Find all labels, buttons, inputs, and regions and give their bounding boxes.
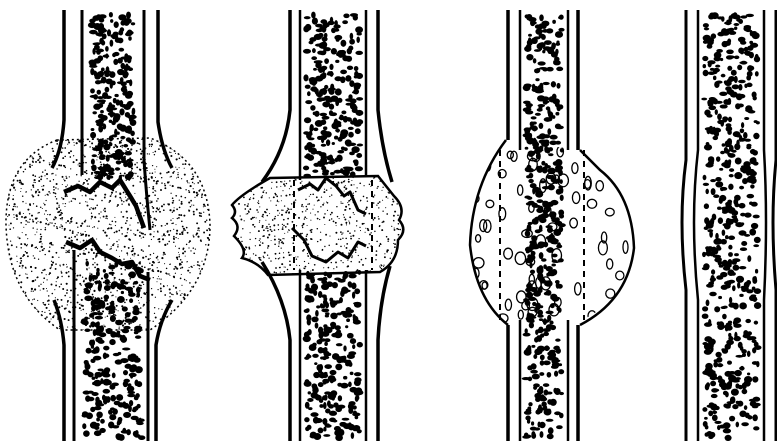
marrow-stipple [522,14,566,439]
panel-3-hard-callus [469,10,636,441]
fracture-margin-upper [298,178,366,214]
outer-right [773,10,776,441]
outer-left [682,10,686,441]
panel-2-soft-callus [230,10,409,441]
periosteum-left-upper [52,10,64,168]
periosteum-left [262,10,290,441]
cortex-left [694,10,698,441]
periosteum-left-lower [54,300,64,441]
panel-1-fracture-hematoma [5,10,210,441]
periosteum-right-lower [156,300,172,441]
marrow-stipple [81,12,146,441]
cortex-right-upper [144,10,150,230]
panel-4-remodeled [682,10,776,441]
fracture-edge-lower [66,240,150,280]
cortex-right [764,10,766,441]
periosteum-right-upper [158,10,172,168]
marrow-stipple [701,12,761,441]
marrow-stipple [303,12,364,441]
fracture-edge-upper [64,180,144,228]
